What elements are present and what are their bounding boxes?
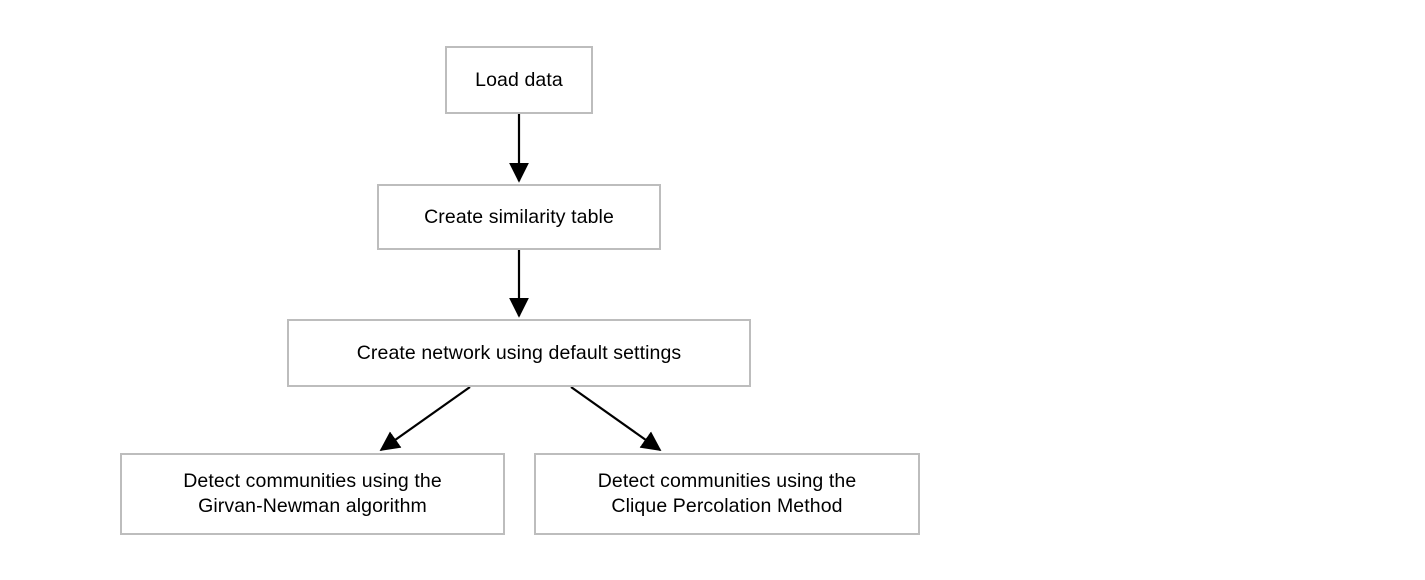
edge-network-to-girvan: [379, 386, 471, 452]
node-clique-percolation-label: Detect communities using the Clique Perc…: [597, 470, 857, 517]
node-load-data[interactable]: Load data: [445, 46, 593, 114]
node-create-similarity-table[interactable]: Create similarity table: [377, 184, 661, 250]
node-load-data-label: Load data: [475, 68, 563, 91]
node-create-network-label: Create network using default settings: [356, 341, 682, 364]
node-clique-percolation[interactable]: Detect communities using the Clique Perc…: [534, 453, 920, 535]
node-girvan-newman[interactable]: Detect communities using the Girvan-Newm…: [120, 453, 505, 535]
node-girvan-newman-label: Detect communities using the Girvan-Newm…: [183, 470, 442, 517]
node-create-network[interactable]: Create network using default settings: [287, 319, 751, 387]
node-create-similarity-table-label: Create similarity table: [424, 205, 614, 228]
edge-network-to-clique: [570, 386, 662, 452]
